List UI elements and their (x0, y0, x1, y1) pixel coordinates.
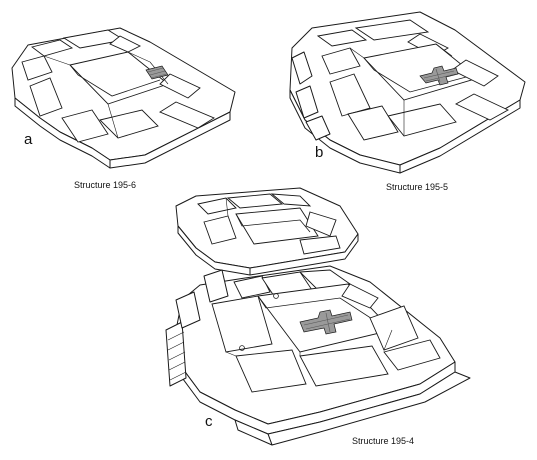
structure-c-feature-circle (273, 293, 279, 299)
structure-b-walls (289, 11, 526, 174)
structure-a-hatching (147, 67, 168, 79)
structure-c-upper-level (175, 187, 359, 276)
structure-c-stairs (167, 331, 187, 381)
panel-label-a: a (24, 131, 33, 148)
caption-structure-c: Structure 195-4 (352, 436, 415, 446)
caption-structure-a: Structure 195-6 (74, 180, 137, 190)
structure-b-hatching (423, 68, 457, 83)
structure-a-walls (11, 27, 236, 169)
structure-c-feature-circle (239, 345, 245, 351)
panel-label-b: b (315, 144, 324, 161)
panel-label-c: c (205, 413, 213, 430)
structure-a-shaded-feature (145, 65, 169, 80)
caption-structure-b: Structure 195-5 (386, 182, 449, 192)
structure-c-shaded-feature (299, 309, 353, 335)
structure-c-hatching (303, 312, 351, 333)
structure-c-lower-level (165, 265, 471, 446)
